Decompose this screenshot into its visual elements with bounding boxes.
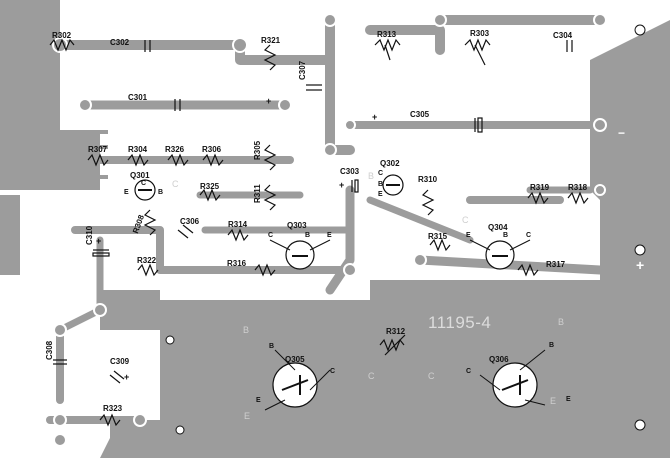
silk-c-4: C [428, 371, 435, 381]
q305-pin-e: E [256, 397, 261, 404]
label-r316: R316 [227, 259, 247, 268]
label-r307: R307 [88, 145, 108, 154]
q303-pin-b: B [305, 232, 311, 239]
label-r310: R310 [418, 175, 438, 184]
r305-symbol [263, 144, 277, 171]
label-r321: R321 [261, 36, 281, 45]
r323-symbol [99, 413, 121, 427]
q303-pin-c: C [268, 232, 274, 239]
q304-pin-e: E [466, 232, 471, 239]
label-r302: R302 [52, 31, 72, 40]
silk-e-1: E [244, 411, 251, 421]
silk-c-2: C [462, 215, 469, 225]
label-q302: Q302 [380, 159, 400, 168]
q302-pin-b: B [378, 181, 384, 188]
r302-symbol [49, 38, 75, 52]
c305-plus: + [372, 112, 378, 122]
c310-plus: + [96, 236, 102, 246]
q305-pin-b: B [269, 343, 275, 350]
label-c307: C307 [298, 60, 307, 80]
label-c306: C306 [180, 217, 200, 226]
r325-symbol [199, 188, 221, 202]
label-r312: R312 [386, 327, 406, 336]
r316-symbol [254, 263, 276, 277]
q306-pin-e: E [566, 396, 571, 403]
silk-e-2: E [550, 396, 557, 406]
label-r323: R323 [103, 404, 123, 413]
label-r315: R315 [428, 232, 448, 241]
label-c308: C308 [45, 340, 54, 360]
r311-symbol [263, 184, 277, 211]
label-c304: C304 [553, 31, 573, 40]
label-q301: Q301 [130, 171, 150, 180]
label-r322: R322 [137, 256, 157, 265]
label-c303: C303 [340, 167, 360, 176]
label-c309: C309 [110, 357, 130, 366]
label-r318: R318 [568, 183, 588, 192]
c303-plus: + [339, 180, 345, 190]
c309-plus: + [124, 372, 130, 382]
r313-symbol [374, 38, 401, 52]
board-minus: − [618, 126, 626, 140]
silk-b-1: B [368, 171, 375, 181]
r318-symbol [567, 191, 589, 205]
label-c302: C302 [110, 38, 130, 47]
q304-pin-b: B [503, 232, 509, 239]
r314-symbol [227, 228, 249, 242]
r310-symbol [421, 189, 435, 216]
label-c305: C305 [410, 110, 430, 119]
q301-pin-c: C [141, 180, 147, 187]
silk-b-2: B [243, 325, 250, 335]
silk-b-3: B [558, 317, 565, 327]
r303-symbol [464, 38, 491, 52]
c309-symbol [109, 374, 121, 384]
q304-pin-c: C [526, 232, 532, 239]
label-r304: R304 [128, 145, 148, 154]
c301-plus: + [266, 96, 272, 106]
q306-pin-b: B [549, 342, 555, 349]
label-r326: R326 [165, 145, 185, 154]
r315-symbol [429, 238, 451, 252]
r322-symbol [137, 263, 159, 277]
r306-symbol [202, 153, 224, 167]
label-r303: R303 [470, 29, 490, 38]
label-r325: R325 [200, 182, 220, 191]
label-r319: R319 [530, 183, 550, 192]
r319-symbol [527, 191, 549, 205]
r304-symbol [127, 153, 149, 167]
label-q303: Q303 [287, 221, 307, 230]
q305-pin-c: C [330, 368, 336, 375]
r317-symbol [517, 263, 539, 277]
label-q305: Q305 [285, 355, 305, 364]
label-r311: R311 [253, 184, 262, 203]
q306-pin-c: C [466, 368, 472, 375]
q301-pin-b: B [158, 189, 164, 196]
label-q306: Q306 [489, 355, 509, 364]
board-plus: + [636, 257, 645, 273]
q303-pin-e: E [327, 232, 332, 239]
label-r305: R305 [253, 140, 262, 160]
r307-symbol [87, 153, 109, 167]
r326-symbol [167, 153, 189, 167]
label-q304: Q304 [488, 223, 508, 232]
r321-symbol [263, 44, 277, 71]
q301-pin-e: E [124, 189, 129, 196]
label-r306: R306 [202, 145, 222, 154]
label-r313: R313 [377, 30, 397, 39]
c306-symbol [177, 229, 189, 239]
label-c310: C310 [85, 225, 94, 245]
label-r314: R314 [228, 220, 248, 229]
r308-symbol [143, 209, 157, 236]
silk-c-3: C [368, 371, 375, 381]
silk-c-1: C [172, 179, 179, 189]
q302-pin-c: C [378, 170, 384, 177]
label-c301: C301 [128, 93, 148, 102]
q302-pin-e: E [378, 191, 383, 198]
board-code: 11195-4 [428, 313, 492, 332]
label-r317: R317 [546, 260, 566, 269]
